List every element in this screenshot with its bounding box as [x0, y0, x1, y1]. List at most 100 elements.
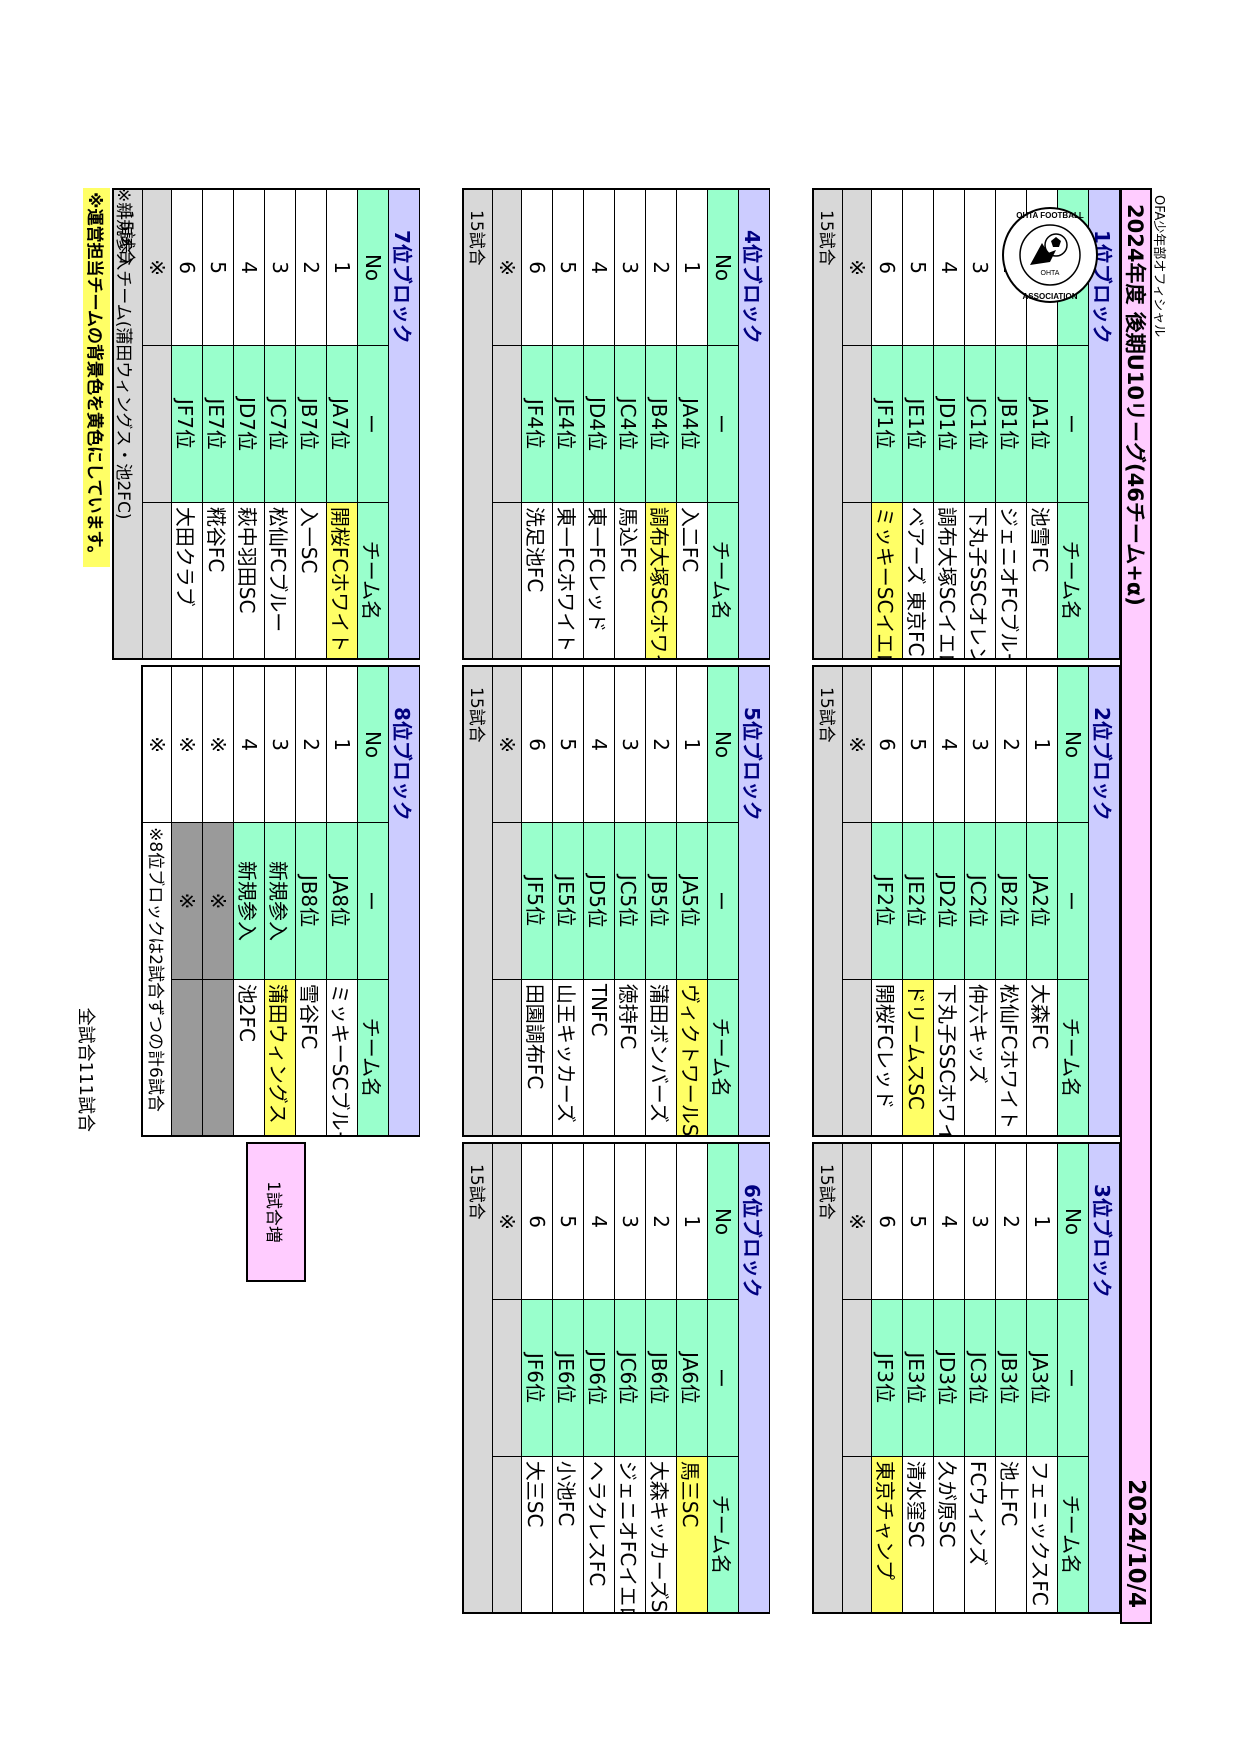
- row-no: 2: [995, 666, 1027, 823]
- header-no: No: [707, 666, 739, 823]
- row-no: 1: [1026, 1143, 1058, 1300]
- row-team: 蒲田ウィングス: [264, 979, 296, 1136]
- row-no: 2: [645, 189, 677, 346]
- row-rank: JD5位: [583, 822, 615, 980]
- row-rank: JE6位: [552, 1299, 584, 1457]
- row-no: 3: [964, 189, 996, 346]
- row-team: 萩中羽田SC: [233, 502, 265, 659]
- row-rank: JF3位: [871, 1299, 903, 1457]
- row-team: ジェニオFCイエロー: [614, 1456, 646, 1613]
- row-rank: JD1位: [933, 345, 965, 503]
- row-rank: JC2位: [964, 822, 996, 980]
- header-rank: ー: [707, 822, 739, 980]
- row-team: 入一SC: [295, 502, 327, 659]
- row-no: 1: [676, 666, 708, 823]
- row-no: 6: [871, 666, 903, 823]
- table-row: ※※: [171, 666, 203, 1136]
- row-team: 松仙FCブルー: [264, 502, 296, 659]
- row-team: ミッキーSCブルー: [326, 979, 358, 1136]
- block-total: 15試合: [463, 1143, 493, 1613]
- row-extra: ※: [492, 666, 522, 823]
- row-rank: JB1位: [995, 345, 1027, 503]
- row-rank: JE4位: [552, 345, 584, 503]
- row-team: ジェニオFCブルー: [995, 502, 1027, 659]
- row-team: 清水窪SC: [902, 1456, 934, 1613]
- row-rank: JA3位: [1026, 1299, 1058, 1457]
- row-team: FCウィンズ: [964, 1456, 996, 1613]
- block-title: 7位ブロック: [388, 189, 420, 659]
- footer-spacer: [142, 345, 172, 503]
- row-team: 馬三SC: [676, 1456, 708, 1613]
- row-team: 田園調布FC: [521, 979, 553, 1136]
- row-team: 大森キッカーズSC: [645, 1456, 677, 1613]
- row-team: 馬込FC: [614, 502, 646, 659]
- header-team: チーム名: [707, 979, 739, 1136]
- footer-spacer: [842, 1299, 872, 1457]
- row-rank: JD7位: [233, 345, 265, 503]
- row-no: 2: [645, 666, 677, 823]
- row-no: 6: [871, 189, 903, 346]
- header-rank: ー: [707, 345, 739, 503]
- row-no: 4: [933, 189, 965, 346]
- row-team: 池2FC: [233, 979, 265, 1136]
- row-no: 5: [552, 1143, 584, 1300]
- row-no: 4: [933, 666, 965, 823]
- row-rank: JC1位: [964, 345, 996, 503]
- row-no: 2: [995, 1143, 1027, 1300]
- row-no: 2: [645, 1143, 677, 1300]
- official-caption: OFA少年部オフィシャル: [1150, 195, 1170, 365]
- row-team: 池上FC: [995, 1456, 1027, 1613]
- emblem-center-text: OHTA: [1041, 270, 1060, 277]
- row-team: 東一FCホワイト: [552, 502, 584, 659]
- row-rank: ※: [202, 822, 234, 980]
- footer-spacer: [842, 345, 872, 503]
- footer-spacer: [492, 1456, 522, 1613]
- row-rank: JA6位: [676, 1299, 708, 1457]
- row-team: 調布大塚SCホワイト: [645, 502, 677, 659]
- row-team: TNFC: [583, 979, 615, 1136]
- row-no: 5: [202, 189, 234, 346]
- footer-spacer: [492, 502, 522, 659]
- footer-spacer: [142, 502, 172, 659]
- row-no: 1: [326, 189, 358, 346]
- row-rank: JD2位: [933, 822, 965, 980]
- row-team: 洗足池FC: [521, 502, 553, 659]
- row-no: 4: [933, 1143, 965, 1300]
- row-no: 3: [964, 1143, 996, 1300]
- row-no: 3: [264, 666, 296, 823]
- block-title: 2位ブロック: [1088, 666, 1120, 1136]
- row-rank: JA7位: [326, 345, 358, 503]
- row-extra: ※: [842, 1143, 872, 1300]
- increase-box: 1試合増: [246, 1142, 306, 1282]
- block-title: 8位ブロック: [388, 666, 420, 1136]
- row-extra: ※: [142, 189, 172, 346]
- block-total: 15試合: [463, 189, 493, 659]
- row-rank: JD4位: [583, 345, 615, 503]
- row-no: 1: [1026, 666, 1058, 823]
- row-rank: JF5位: [521, 822, 553, 980]
- page-title: 2024年度 後期U10リーグ(46チーム+α): [1123, 204, 1147, 606]
- row-no: 5: [902, 1143, 934, 1300]
- row-no: 3: [264, 189, 296, 346]
- row-rank: JE2位: [902, 822, 934, 980]
- row-team: 大田クラブ: [171, 502, 203, 659]
- row-rank: JD3位: [933, 1299, 965, 1457]
- row-team: 久が原SC: [933, 1456, 965, 1613]
- header-no: No: [707, 189, 739, 346]
